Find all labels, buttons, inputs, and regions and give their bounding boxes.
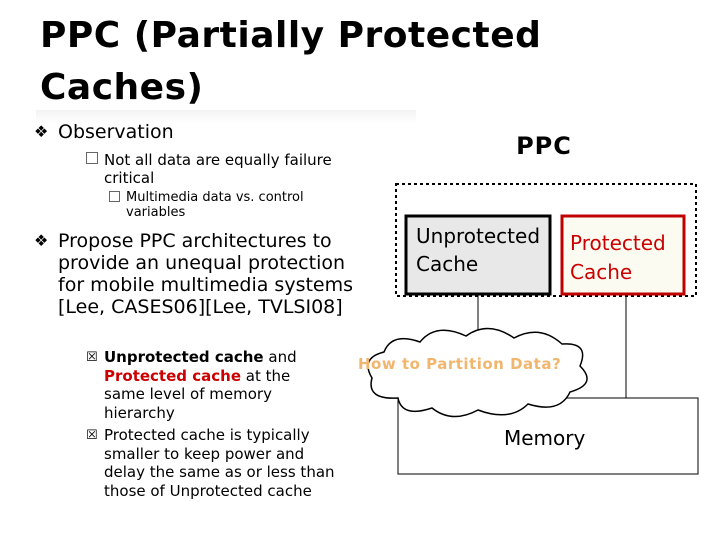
slide-title: PPC (Partially Protected Caches) (40, 15, 542, 108)
checkbox-check-icon: ☒ (86, 350, 98, 365)
checkbox-bullet-icon (86, 152, 98, 164)
unprotected-cache-term: Unprotected cache (104, 348, 264, 366)
sub-sub-bullet-multimedia: Multimedia data vs. control variables (109, 190, 346, 220)
checkbox-check-icon: ☒ (86, 428, 98, 443)
sub-sub-bullet-multimedia-text: Multimedia data vs. control variables (126, 190, 304, 220)
bullet-observation-text: Observation (58, 121, 174, 143)
ppc-label: PPC (516, 132, 572, 160)
partition-cloud-shape (367, 327, 588, 418)
bullet-z-icon: ❖ (34, 122, 49, 141)
title-underline (36, 110, 416, 124)
sub-bullet-protected-smaller: ☒ Protected cache is typically smaller t… (86, 426, 336, 500)
protected-cache-box (560, 214, 686, 296)
memory-label: Memory (504, 426, 586, 450)
bullet-z-icon: ❖ (34, 231, 49, 250)
partition-cloud-label: How to Partition Data? (358, 355, 562, 373)
sub-bullet-failure-critical: Not all data are equally failure critica… (86, 151, 374, 187)
sub-bullet-unprotected-protected: ☒ Unprotected cache and Protected cache … (86, 348, 297, 422)
protected-cache-label: Protected Cache (570, 231, 666, 284)
bullet-propose: ❖ Propose PPC architectures to provide a… (34, 230, 358, 318)
ppc-container-box (395, 183, 697, 297)
sub-bullet-protected-smaller-text: Protected cache is typically smaller to … (104, 426, 335, 500)
unprotected-cache-label: Unprotected Cache (416, 224, 541, 276)
protected-cache-term: Protected cache (104, 366, 241, 385)
bullet-propose-text: Propose PPC architectures to provide an … (58, 230, 354, 318)
unprotected-cache-box (404, 214, 552, 296)
checkbox-bullet-icon (109, 191, 120, 202)
sub-bullet-failure-critical-text: Not all data are equally failure critica… (104, 151, 332, 187)
bullet-observation: ❖ Observation (34, 121, 174, 143)
